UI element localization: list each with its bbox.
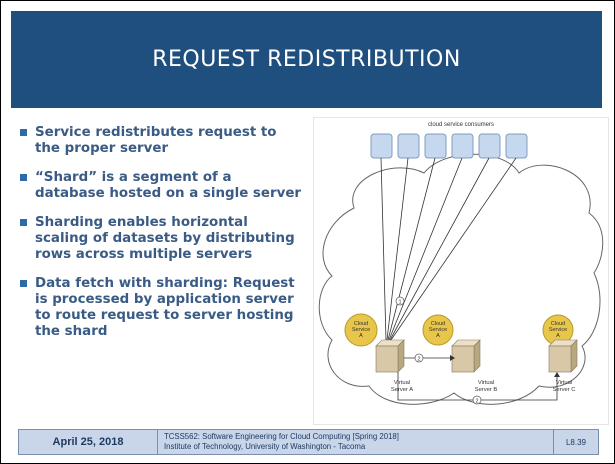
service-label: A <box>359 333 363 339</box>
footer-page-number: L8.39 <box>565 437 587 447</box>
consumer-box <box>397 133 420 159</box>
diagram-svg: cloud service consumers 1 <box>318 122 604 405</box>
service-label: Service <box>429 327 447 333</box>
footer-course: TCSS562: Software Engineering for Cloud … <box>158 430 554 454</box>
step-marker-1 <box>395 296 405 306</box>
slide-footer: April 25, 2018 TCSS562: Software Enginee… <box>18 429 599 455</box>
bullet-text: Service redistributes request to the pro… <box>35 125 277 156</box>
footer-course-line: Institute of Technology, University of W… <box>164 442 366 451</box>
virtual-server-a-icon <box>375 339 405 373</box>
service-label: A <box>556 333 560 339</box>
bullet-item: Data fetch with sharding: Request is pro… <box>19 276 304 340</box>
consumer-box <box>424 133 447 159</box>
service-label: A <box>436 333 440 339</box>
consumer-box <box>505 133 528 159</box>
consumers-label: cloud service consumers <box>428 122 494 128</box>
service-label: Cloud <box>431 321 445 327</box>
consumer-box <box>370 133 393 159</box>
server-label: Server A <box>391 387 413 393</box>
service-label: Cloud <box>354 321 368 327</box>
arrow-head-icon <box>450 355 455 361</box>
bullet-marker-icon <box>20 129 27 136</box>
server-label: Virtual <box>478 380 494 386</box>
arrow-head-icon <box>554 372 560 377</box>
request-lines <box>380 157 517 341</box>
bullet-text: Sharding enables horizontal scaling of d… <box>35 215 295 262</box>
cloud-service-b-icon <box>422 314 454 346</box>
consumer-box <box>451 133 474 159</box>
cloud-service-a-icon <box>344 313 378 347</box>
footer-course-line: TCSS562: Software Engineering for Cloud … <box>164 431 399 441</box>
step-marker-3 <box>472 395 482 405</box>
server-label: Virtual <box>394 380 410 386</box>
service-label: Service <box>352 327 370 333</box>
bullet-item: Service redistributes request to the pro… <box>19 125 304 157</box>
service-label: Service <box>549 327 567 333</box>
step-label: 2 <box>417 357 420 363</box>
server-label: Virtual <box>556 380 572 386</box>
bullet-item: Sharding enables horizontal scaling of d… <box>19 215 304 263</box>
bullet-item: “Shard” is a segment of a database hoste… <box>19 170 304 202</box>
redistribution-diagram: cloud service consumers 1 <box>313 117 609 425</box>
bullet-list: Service redistributes request to the pro… <box>19 125 304 353</box>
footer-date: April 25, 2018 <box>19 430 158 454</box>
step-label: 2 <box>475 399 478 405</box>
bullet-marker-icon <box>20 219 27 226</box>
bullet-text: Data fetch with sharding: Request is pro… <box>35 276 295 339</box>
slide-title: REQUEST REDISTRIBUTION <box>152 47 461 72</box>
consumer-group <box>370 133 528 159</box>
step-label: 1 <box>398 300 401 306</box>
bullet-text: “Shard” is a segment of a database hoste… <box>35 170 302 201</box>
bullet-marker-icon <box>20 280 27 287</box>
bullet-marker-icon <box>20 174 27 181</box>
title-bar: REQUEST REDISTRIBUTION <box>11 11 602 108</box>
server-label: Server C <box>553 387 576 393</box>
virtual-server-c-icon <box>548 339 578 373</box>
virtual-server-b-icon <box>451 339 481 373</box>
service-label: Cloud <box>551 321 565 327</box>
step-marker-2 <box>414 353 424 363</box>
consumer-box <box>478 133 501 159</box>
server-label: Server B <box>475 387 498 393</box>
